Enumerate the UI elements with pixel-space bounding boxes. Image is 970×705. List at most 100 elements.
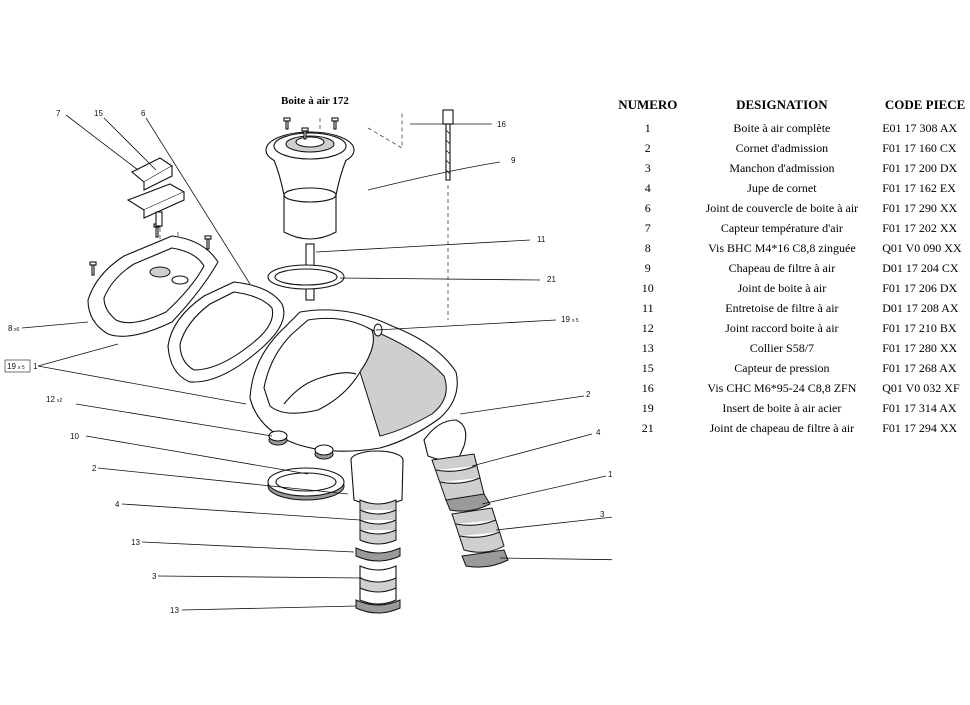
table-row: 8 Vis BHC M4*16 C8,8 zinguée Q01 V0 090 XX [612,238,968,258]
part-code-cell: D01 17 208 AX [882,300,959,315]
part-number-cell: 9 [644,260,651,275]
callout-labels: 7 15 6 16 9 11 21 8 x6 19 x 5 1 19 x 5 1… [4,109,612,615]
callout-15: 15 [94,109,103,118]
part-number-cell: 16 [641,380,654,395]
part-number-cell: 13 [641,340,654,355]
designation-cell: Collier S58/7 [749,340,815,355]
designation-cell: Vis BHC M4*16 C8,8 zinguée [708,240,856,255]
table-row: 16 Vis CHC M6*95-24 C8,8 ZFN Q01 V0 032 XF [612,378,968,398]
sensors-part [126,157,186,227]
part-code-cell: F01 17 294 XX [882,420,958,435]
part-code-cell: F01 17 314 AX [882,400,957,415]
airbox-seal-part [267,467,345,501]
callout-8-qty: x6 [14,327,20,333]
table-row: 21 Joint de chapeau de filtre à air F01 17… [612,418,968,438]
callout-19-left-box [4,359,31,373]
designation-cell: Joint raccord boite à air [725,320,839,335]
callout-8: 8 [8,324,13,333]
table-row: 11 Entretoise de filtre à air D01 17 208 A… [612,298,968,318]
header-code: CODE PIECE [884,97,966,112]
table-row: 19 Insert de boite à air acier F01 17 314 … [612,398,968,418]
callout-21: 21 [547,275,556,284]
part-code-cell: F01 17 202 XX [882,220,958,235]
part-code-cell: F01 17 290 XX [882,200,958,215]
part-number-cell: 21 [641,420,654,435]
table-row: 4 Jupe de cornet F01 17 162 EX [612,178,968,198]
left-intake-stack [350,450,404,614]
part-code-cell: E01 17 308 AX [882,120,958,135]
designation-cell: Joint de boite à air [737,280,827,295]
designation-cell: Capteur température d'air [720,220,843,235]
part-code-cell: F01 17 200 DX [882,160,958,175]
part-number-cell: 6 [644,200,651,215]
callout-10: 10 [70,432,79,441]
callout-13-right: 13 [608,470,612,479]
part-number-cell: 3 [644,160,651,175]
part-number-cell: 4 [644,180,651,195]
part-number-cell: 19 [641,400,654,415]
cover-plate-part [87,235,219,337]
airbox-body-part [249,309,458,452]
table-header-row: NUMERO DESIGNATION CODE PIECE [612,92,968,118]
callout-19-right: 19 [561,315,570,324]
designation-cell: Joint de couvercle de boite à air [705,200,859,215]
part-number-cell: 10 [641,280,654,295]
callout-4-left: 4 [115,500,120,509]
callout-2-left: 2 [92,464,97,473]
part-code-cell: F01 17 280 XX [882,340,958,355]
designation-cell: Insert de boite à air acier [722,400,842,415]
part-code-cell: Q01 V0 090 XX [882,240,962,255]
long-screw-part [442,109,454,181]
table-row: 7 Capteur température d'air F01 17 202 XX [612,218,968,238]
callout-3-right: 3 [600,510,605,519]
table-row: 10 Joint de boite à air F01 17 206 DX [612,278,968,298]
leader-lines [21,114,612,611]
designation-cell: Joint de chapeau de filtre à air [709,420,855,435]
designation-cell: Entretoise de filtre à air [725,300,839,315]
part-code-cell: F01 17 210 BX [882,320,957,335]
part-code-cell: F01 17 206 DX [882,280,958,295]
exploded-parts-diagram: Boite à air 172 [4,95,612,615]
part-code-cell: F01 17 162 EX [882,180,956,195]
table-row: 2 Cornet d'admission F01 17 160 CX [612,138,968,158]
callout-9: 9 [511,156,516,165]
part-number-cell: 12 [641,320,654,335]
callout-19-right-qty: x 5 [572,318,579,324]
callout-11: 11 [537,235,546,244]
callout-19-left: 19 [7,362,16,371]
designation-cell: Capteur de pression [734,360,830,375]
callout-6: 6 [141,109,146,118]
callout-4-right: 4 [596,428,601,437]
right-intake-stack [423,419,509,568]
callout-13-upper-left: 13 [131,538,140,547]
callout-7: 7 [56,109,61,118]
part-number-cell: 1 [644,120,651,135]
diagram-title: Boite à air 172 [281,95,349,107]
part-code-cell: F01 17 160 CX [882,140,957,155]
callout-12-qty: x2 [57,398,63,404]
callout-13-lower-left: 13 [170,606,179,615]
cap-seal-part [267,264,345,290]
grommets-part [268,430,334,460]
part-code-cell: F01 17 268 AX [882,360,957,375]
filter-cap-part [265,131,355,240]
callout-1: 1 [33,362,38,371]
table-row: 12 Joint raccord boite à air F01 17 210 BX [612,318,968,338]
header-designation: DESIGNATION [736,97,828,112]
part-code-cell: Q01 V0 032 XF [882,380,960,395]
designation-cell: Jupe de cornet [747,180,817,195]
callout-19-left-qty: x 5 [18,365,25,371]
designation-cell: Cornet d'admission [735,140,829,155]
part-number-cell: 8 [644,240,651,255]
part-number-cell: 11 [642,300,654,315]
callout-12: 12 [46,395,55,404]
part-number-cell: 7 [644,220,651,235]
designation-cell: Vis CHC M6*95-24 C8,8 ZFN [707,380,857,395]
part-number-cell: 2 [644,140,651,155]
cover-seal-part [167,281,285,383]
